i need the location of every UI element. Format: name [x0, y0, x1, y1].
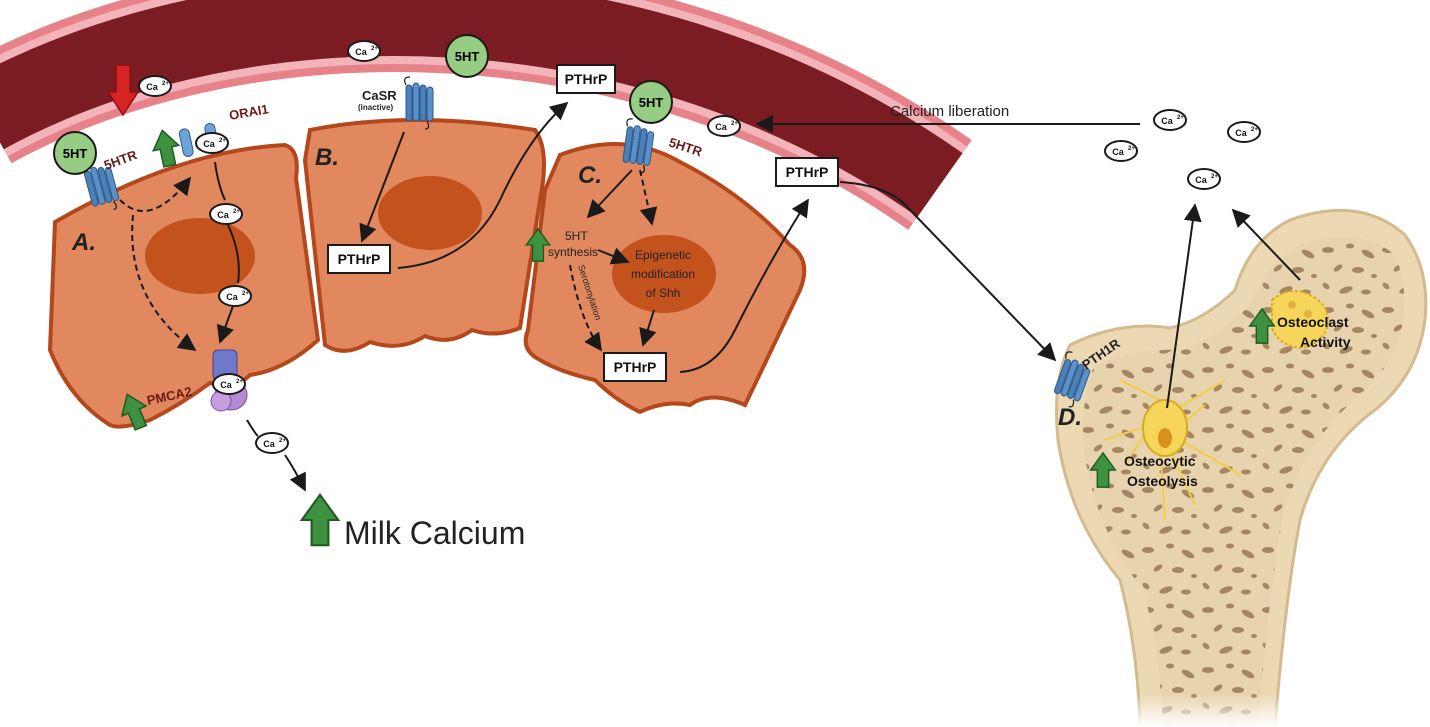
pthrp-box-vessel: PTHrP — [556, 64, 616, 94]
pthrp-box-vessel-right: PTHrP — [775, 157, 839, 187]
svg-text:Ca: Ca — [220, 380, 232, 390]
svg-text:Ca: Ca — [263, 439, 275, 449]
blood-vessel — [0, 0, 972, 230]
serotonin-label: 5HT — [63, 146, 88, 161]
panel-letter-a: A. — [71, 229, 96, 256]
cell-b — [302, 118, 546, 353]
green-up-arrow-icon — [300, 493, 340, 547]
cell-a — [47, 142, 321, 429]
svg-text:Ca: Ca — [1235, 128, 1247, 138]
calcium-ion: Ca 2+ — [707, 115, 741, 137]
orai1-label: ORAI1 — [228, 101, 270, 123]
nucleus-c — [612, 235, 716, 313]
calcium-ion: Ca 2+ — [1153, 109, 1187, 131]
panel-letter-b: B. — [315, 144, 339, 171]
svg-text:PTHrP: PTHrP — [614, 359, 657, 375]
osteoclast-label-1: Osteoclast — [1277, 314, 1349, 330]
calcium-ion: Ca 2+ — [1104, 140, 1138, 162]
calcium-ion: Ca 2+ — [347, 40, 381, 62]
svg-text:PTHrP: PTHrP — [786, 164, 829, 180]
svg-text:Ca: Ca — [217, 210, 229, 220]
serotonin-circle-vessel: 5HT — [445, 34, 489, 78]
connectors — [119, 101, 1301, 492]
calcium-ion: Ca 2+ — [138, 75, 172, 97]
nucleus-a — [145, 218, 255, 294]
osteocytic-label-1: Osteocytic — [1124, 453, 1196, 469]
calcium-ion: Ca 2+ — [255, 432, 289, 454]
svg-text:2+: 2+ — [236, 379, 243, 385]
calcium-ion: Ca 2+ — [218, 285, 252, 307]
femur-bone — [1040, 208, 1430, 727]
calcium-ion: Ca 2+ — [212, 373, 246, 395]
osteocyte-cell-icon — [1104, 379, 1241, 521]
svg-text:2+: 2+ — [1251, 127, 1258, 133]
panel-letter-c: C. — [578, 162, 602, 189]
casr-state-label: (inactive) — [358, 103, 393, 112]
svg-text:Ca: Ca — [1112, 147, 1124, 157]
panel-letter-d: D. — [1058, 404, 1082, 431]
pthrp-box-cell-c: PTHrP — [603, 352, 667, 382]
pthrp-box-cell-b: PTHrP — [327, 244, 391, 274]
osteoclast-cell-icon — [1271, 290, 1330, 350]
svg-text:Ca: Ca — [226, 292, 238, 302]
svg-text:Ca: Ca — [203, 139, 215, 149]
svg-text:Ca: Ca — [715, 122, 727, 132]
green-up-arrow-icon — [148, 126, 184, 170]
svg-text:Ca: Ca — [146, 82, 158, 92]
synthesis-label-1: 5HT — [565, 229, 588, 243]
serotonin-circle-a: 5HT — [53, 131, 97, 175]
svg-text:2+: 2+ — [233, 209, 240, 215]
svg-text:Ca: Ca — [1161, 116, 1173, 126]
svg-text:2+: 2+ — [219, 138, 226, 144]
svg-text:PTHrP: PTHrP — [565, 71, 608, 87]
svg-text:2+: 2+ — [279, 438, 286, 444]
svg-text:2+: 2+ — [731, 121, 738, 127]
svg-text:2+: 2+ — [162, 81, 169, 87]
epigenetic-label-3: of Shh — [646, 286, 681, 300]
calcium-ion: Ca 2+ — [209, 203, 243, 225]
svg-text:Ca: Ca — [355, 47, 367, 57]
nucleus-b — [378, 176, 482, 250]
receptor-5htr-label-a: 5HTR — [102, 147, 140, 173]
calcium-ion: Ca 2+ — [195, 132, 229, 154]
epigenetic-label-2: modification — [631, 267, 695, 281]
svg-text:2+: 2+ — [371, 46, 378, 52]
svg-text:2+: 2+ — [1128, 146, 1135, 152]
calcium-liberation-label: Calcium liberation — [890, 103, 1009, 120]
serotonin-label: 5HT — [639, 95, 664, 110]
milk-calcium-label: Milk Calcium — [344, 515, 525, 551]
osteocytic-label-2: Osteolysis — [1127, 473, 1198, 489]
svg-text:2+: 2+ — [242, 291, 249, 297]
svg-text:Ca: Ca — [1195, 175, 1207, 185]
svg-text:2+: 2+ — [1211, 174, 1218, 180]
osteoclast-label-2: Activity — [1300, 334, 1351, 350]
epigenetic-label-1: Epigenetic — [635, 248, 691, 262]
svg-text:PTHrP: PTHrP — [338, 251, 381, 267]
synthesis-label-2: synthesis — [548, 245, 598, 259]
red-down-arrow-icon — [106, 64, 140, 117]
calcium-ion: Ca 2+ — [1187, 168, 1221, 190]
serotonin-label: 5HT — [455, 49, 480, 64]
svg-text:2+: 2+ — [1177, 115, 1184, 121]
calcium-ion: Ca 2+ — [1227, 121, 1261, 143]
casr-label: CaSR — [362, 88, 397, 103]
serotonin-circle-c: 5HT — [629, 80, 673, 124]
